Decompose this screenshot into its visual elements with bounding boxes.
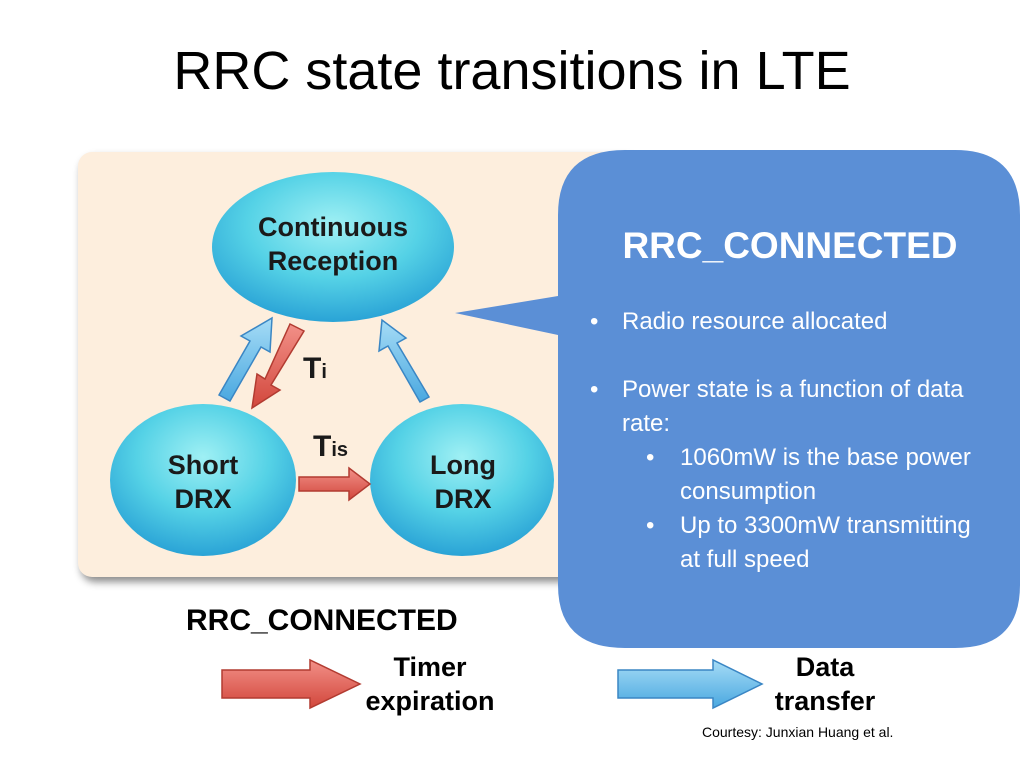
node-long-drx-line2: DRX bbox=[434, 484, 492, 514]
timer-arrow-continuous-to-short bbox=[251, 322, 306, 410]
legend-timer-arrow bbox=[221, 658, 362, 710]
node-short-drx-line2: DRX bbox=[174, 484, 232, 514]
sub-bullet-base-power: 1060mW is the base power consumption bbox=[590, 441, 990, 509]
legend-timer-label: Timer expiration bbox=[355, 650, 505, 718]
node-continuous-line2: Reception bbox=[267, 246, 399, 276]
node-long-drx-label: Long DRX bbox=[388, 448, 538, 516]
courtesy-note: Courtesy: Junxian Huang et al. bbox=[702, 724, 894, 740]
node-long-drx bbox=[370, 404, 554, 556]
legend-data-label: Data transfer bbox=[750, 650, 900, 718]
bullet-radio-resource: Radio resource allocated bbox=[590, 305, 990, 339]
sub-bullet-max-power: Up to 3300mW transmitting at full speed bbox=[590, 509, 990, 577]
node-short-drx bbox=[110, 404, 296, 556]
node-continuous-reception bbox=[212, 172, 454, 322]
node-short-drx-line1: Short bbox=[167, 450, 239, 480]
timer-ti-label: Ti bbox=[303, 352, 327, 385]
bullet-power-state: Power state is a function of data rate: bbox=[590, 373, 990, 441]
timer-arrow-short-to-long bbox=[298, 466, 372, 502]
rrc-connected-label: RRC_CONNECTED bbox=[186, 604, 458, 637]
callout-bullets: Radio resource allocated Power state is … bbox=[590, 305, 990, 577]
legend-data-line2: transfer bbox=[774, 686, 876, 716]
node-continuous-label: Continuous Reception bbox=[223, 210, 443, 278]
node-short-drx-label: Short DRX bbox=[128, 448, 278, 516]
data-transfer-arrow-short-to-continuous bbox=[217, 316, 273, 403]
timer-tis-label: Tis bbox=[313, 430, 349, 463]
legend-timer-line1: Timer bbox=[393, 652, 467, 682]
legend-timer-line2: expiration bbox=[365, 686, 495, 716]
slide-title: RRC state transitions in LTE bbox=[173, 41, 851, 101]
node-long-drx-line1: Long bbox=[430, 450, 496, 480]
data-transfer-arrow-long-to-continuous bbox=[378, 318, 431, 404]
legend-data-arrow bbox=[617, 658, 764, 710]
node-continuous-line1: Continuous bbox=[258, 212, 408, 242]
callout-title: RRC_CONNECTED bbox=[622, 225, 958, 266]
legend-data-line1: Data bbox=[795, 652, 855, 682]
